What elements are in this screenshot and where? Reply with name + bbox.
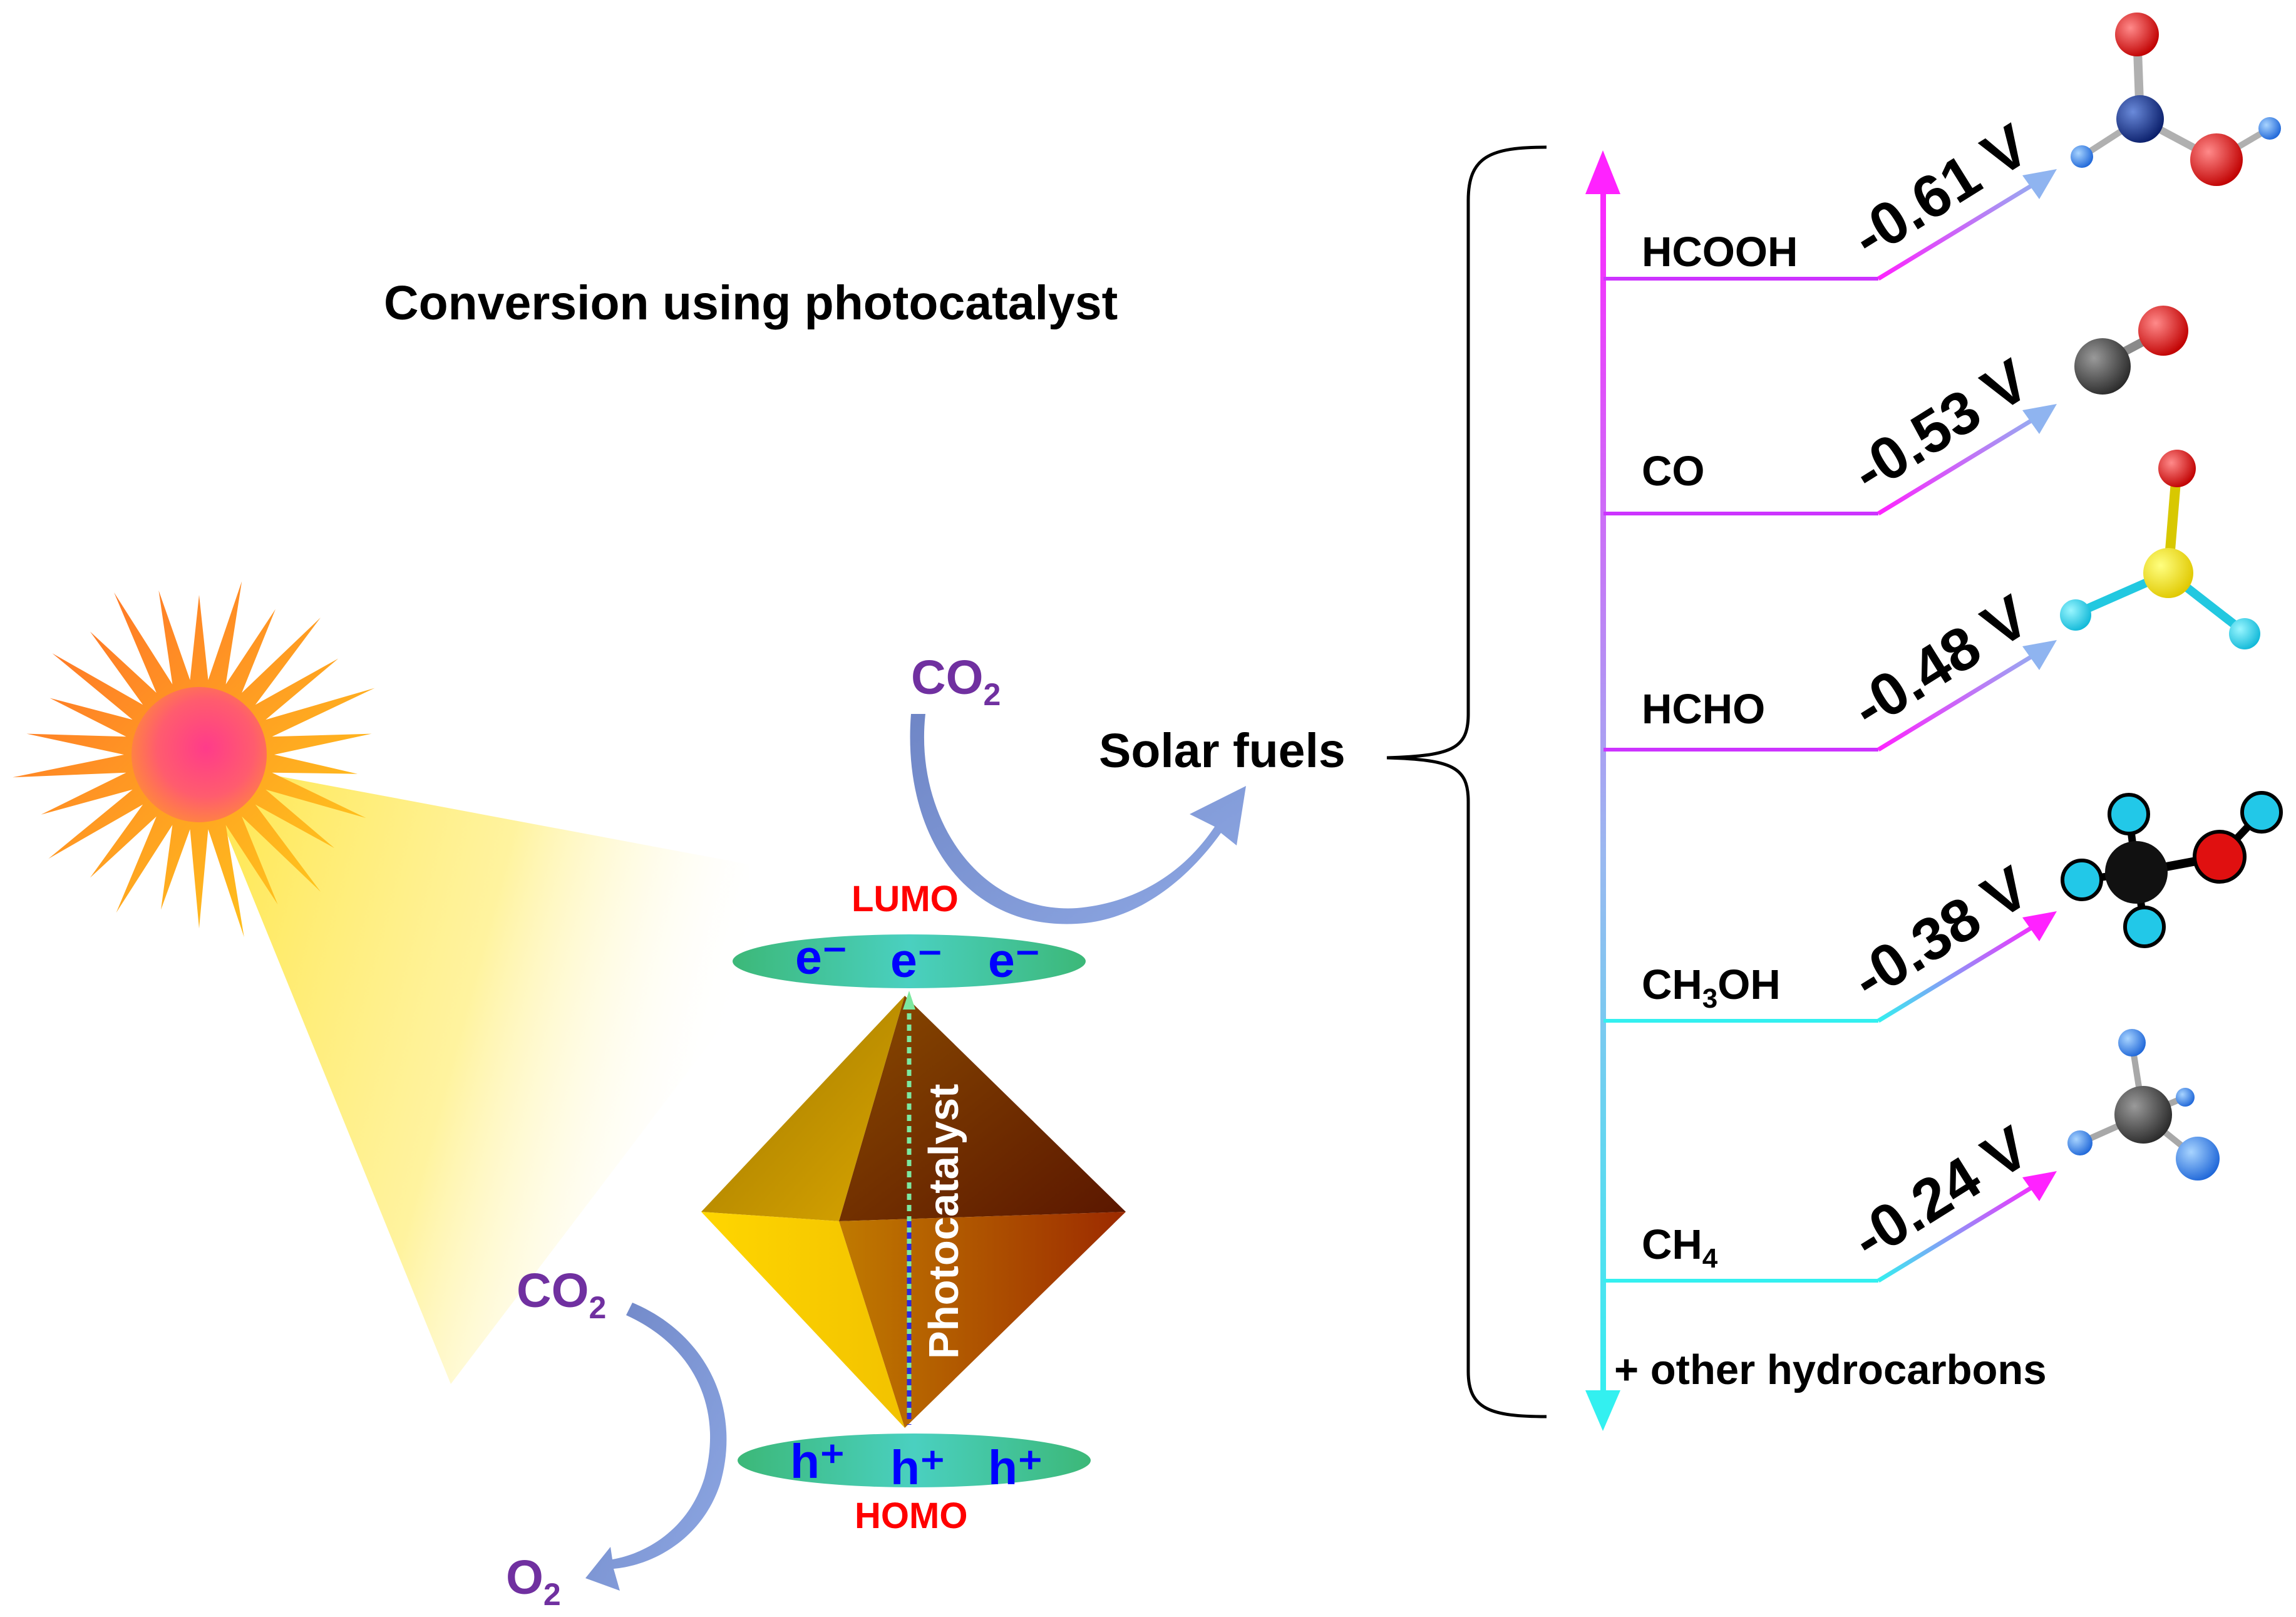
fuel-level-formic-acid: HCOOH -0.61 V [1604, 111, 2057, 281]
lumo-orbital [733, 934, 1086, 988]
fuel-level-methanol: CH3OH -0.38 V [1604, 854, 2057, 1023]
fuel-level-carbon-monoxide: CO -0.53 V [1604, 346, 2057, 515]
fuel-diagonal-arrow [1877, 918, 2046, 1023]
fuel-diagonal-arrow [1877, 411, 2046, 515]
fuel-diagonal-arrow [1877, 176, 2046, 281]
fuel-potential-label: -0.53 V [1840, 346, 2040, 506]
formaldehyde-molecule-icon [2060, 450, 2260, 649]
co2-bottom-label: CO2 [517, 1264, 606, 1325]
fuel-arrowhead [2022, 911, 2057, 941]
other-hydrocarbons-label: + other hydrocarbons [1614, 1346, 2047, 1393]
hole-2: h⁺ [890, 1441, 945, 1495]
co2-to-o2-arrow [585, 1303, 727, 1591]
potential-axis [1585, 150, 1620, 1431]
fuel-level-formaldehyde: HCHO -0.48 V [1604, 582, 2057, 752]
photocatalyst-label: Photocatalyst [920, 1084, 967, 1359]
fuel-arrowhead [2022, 640, 2057, 670]
fuels-brace [1386, 145, 1547, 1418]
solar-fuels-label: Solar fuels [1099, 724, 1346, 778]
electron-1: e⁻ [795, 931, 847, 984]
fuel-diagonal-arrow [1877, 1178, 2046, 1283]
fuel-name-label: HCOOH [1642, 229, 1798, 276]
hole-3: h⁺ [988, 1441, 1043, 1495]
fuel-potential-label: -0.38 V [1840, 854, 2040, 1013]
fuel-potential-label: -0.48 V [1840, 582, 2040, 742]
hole-1: h⁺ [790, 1435, 845, 1489]
fuel-arrowhead [2022, 404, 2057, 434]
lumo-label: LUMO [852, 879, 959, 919]
fuel-name-label: CH4 [1642, 1221, 1718, 1274]
electron-3: e⁻ [988, 934, 1040, 988]
fuel-potential-label: -0.61 V [1840, 111, 2040, 271]
fuel-potential-label: -0.24 V [1840, 1113, 2040, 1273]
homo-label: HOMO [855, 1496, 967, 1536]
fuel-name-label: HCHO [1642, 686, 1765, 733]
sun-icon [13, 581, 375, 938]
carbon-monoxide-molecule-icon [2074, 306, 2188, 395]
co2-top-label: CO2 [911, 651, 1001, 712]
light-beam [197, 761, 758, 1384]
electron-2: e⁻ [890, 934, 942, 988]
formic-acid-molecule-icon [2071, 13, 2281, 186]
fuel-name-label: CH3OH [1642, 961, 1781, 1014]
methanol-molecule-icon [2061, 791, 2283, 948]
photocatalyst-octahedron [701, 991, 1126, 1428]
diagram-title: Conversion using photocatalyst [384, 276, 1118, 330]
fuel-arrowhead [2022, 1171, 2057, 1201]
fuel-level-methane: CH4 -0.24 V [1604, 1113, 2057, 1283]
fuel-name-label: CO [1642, 448, 1705, 495]
methane-molecule-icon [2067, 1029, 2220, 1180]
homo-orbital [738, 1434, 1091, 1487]
o2-label: O2 [506, 1551, 561, 1612]
fuel-diagonal-arrow [1877, 647, 2046, 752]
fuel-arrowhead [2022, 169, 2057, 199]
